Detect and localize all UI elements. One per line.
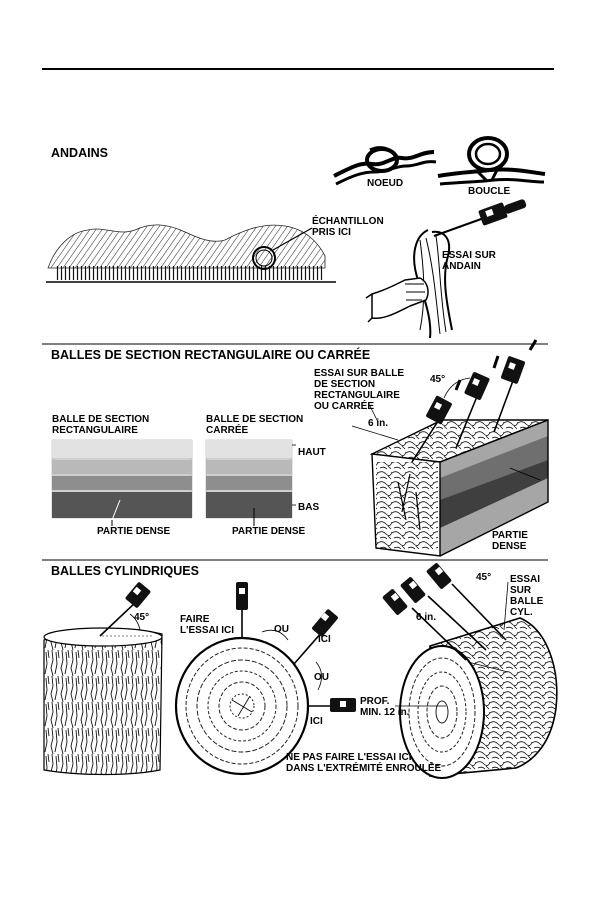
round-bale-3d-meters: [382, 563, 509, 707]
min-depth-label: PROF. MIN. 12 in.: [360, 696, 409, 718]
do-test-here-label: FAIRE L'ESSAI ICI: [180, 614, 234, 636]
dense-part-middle: PARTIE DENSE: [232, 526, 306, 537]
rect-test-line3: RECTANGULAIRE: [314, 390, 400, 401]
dense-right-line1: PARTIE: [492, 530, 528, 541]
rect-distance-label: 6 in.: [368, 418, 389, 429]
square-bale-label: BALLE DE SECTION CARRÉE: [206, 414, 303, 436]
loop-drawing: [437, 136, 546, 186]
dense-part-right: PARTIE DENSE: [492, 530, 528, 552]
cyl-distance-label: 6 in.: [416, 612, 437, 623]
warning-line1: NE PAS FAIRE L'ESSAI ICI,: [286, 752, 415, 763]
windrow-test-line1: ESSAI SUR: [442, 250, 496, 261]
rect-test-line1: ESSAI SUR BALLE: [314, 368, 405, 379]
sample-taken-label: ÉCHANTILLON PRIS ICI: [312, 216, 384, 238]
or-label-1: OU: [274, 624, 289, 635]
cyl-test-line2: SUR: [510, 585, 532, 596]
dense-part-left: PARTIE DENSE: [97, 526, 171, 537]
windrow-mound: [47, 224, 326, 269]
cyl-test-line1: ESSAI: [510, 574, 541, 585]
hand-hay-drawing: [365, 229, 453, 339]
round-bale-end-meters: [236, 582, 356, 712]
rect-bale-line2: RECTANGULAIRE: [52, 425, 138, 436]
rect-test-line4: OU CARRÉE: [314, 401, 375, 412]
andains-heading: ANDAINS: [51, 146, 108, 160]
do-test-line1: FAIRE: [180, 614, 210, 625]
do-not-test-warning: NE PAS FAIRE L'ESSAI ICI, DANS L'EXTRÉMI…: [286, 752, 441, 774]
rect-bale-line1: BALLE DE SECTION: [52, 414, 150, 425]
round-bale-3d: [399, 617, 558, 779]
cylindrical-heading: BALLES CYLINDRIQUES: [51, 564, 199, 578]
bottom-label: BAS: [298, 502, 320, 513]
square-bale-line2: CARRÉE: [206, 425, 249, 436]
sample-label-line1: ÉCHANTILLON: [312, 216, 384, 227]
windrow-stubble: [56, 266, 324, 280]
warning-line2: DANS L'EXTRÉMITÉ ENROULÉE: [286, 763, 442, 774]
rect-bale-meters: [351, 339, 541, 481]
cyl-angle-right: 45°: [476, 572, 492, 583]
rect-angle-label: 45°: [430, 374, 446, 385]
dense-right-line2: DENSE: [492, 541, 527, 552]
sample-label-line2: PRIS ICI: [312, 227, 351, 238]
rect-test-line2: DE SECTION: [314, 379, 376, 390]
knot-label: NOEUD: [367, 178, 404, 189]
here-label-2: ICI: [310, 716, 323, 727]
depth-line2: MIN. 12 in.: [360, 707, 410, 718]
rect-bale-3d: [369, 418, 549, 557]
knot-drawing: [333, 146, 437, 186]
sample-circle: [252, 246, 276, 270]
here-label-1: ICI: [318, 634, 331, 645]
cyl-bale-side: [43, 582, 163, 776]
do-test-line2: L'ESSAI ICI: [180, 625, 235, 636]
cyl-test-line3: BALLE: [510, 596, 544, 607]
cyl-bale-test-label: ESSAI SUR BALLE CYL.: [510, 574, 543, 618]
moisture-meter-andain: [433, 199, 527, 237]
square-bale-line1: BALLE DE SECTION: [206, 414, 304, 425]
rect-bale-label: BALLE DE SECTION RECTANGULAIRE: [52, 414, 149, 436]
or-label-2: OU: [314, 672, 329, 683]
windrow-test-label: ESSAI SUR ANDAIN: [442, 250, 496, 272]
loop-label: BOUCLE: [468, 186, 511, 197]
depth-line1: PROF.: [360, 696, 390, 707]
rectangular-heading: BALLES DE SECTION RECTANGULAIRE OU CARRÉ…: [51, 348, 371, 362]
windrow-test-line2: ANDAIN: [442, 261, 481, 272]
cyl-angle-left: 45°: [134, 612, 150, 623]
top-label: HAUT: [298, 447, 326, 458]
rect-bale-test-label: ESSAI SUR BALLE DE SECTION RECTANGULAIRE…: [314, 368, 404, 412]
top-rule: [42, 68, 554, 70]
cyl-test-line4: CYL.: [510, 607, 533, 618]
